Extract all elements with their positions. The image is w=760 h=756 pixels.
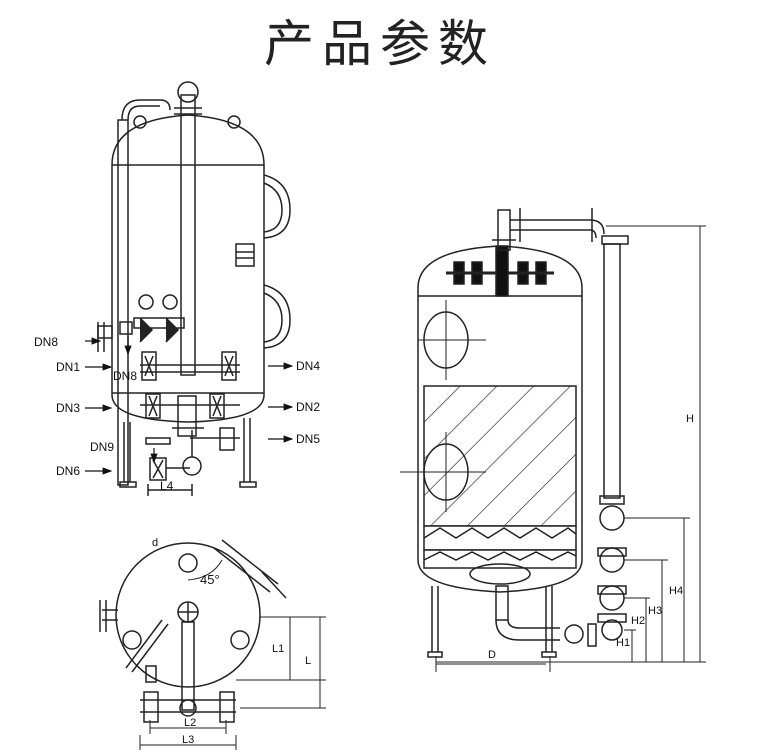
label-l3: L3 bbox=[182, 734, 194, 746]
label-h2: H2 bbox=[631, 615, 645, 627]
label-dn3: DN3 bbox=[56, 401, 80, 415]
label-d: D bbox=[488, 649, 496, 661]
label-h1: H1 bbox=[616, 637, 630, 649]
label-dn4: DN4 bbox=[296, 359, 320, 373]
page-title: 产品参数 bbox=[264, 15, 496, 73]
label-dn5: DN5 bbox=[296, 432, 320, 446]
label-l: L bbox=[305, 655, 311, 667]
label-l4: L4 bbox=[160, 479, 174, 493]
label-dn6: DN6 bbox=[56, 464, 80, 478]
label-dn2: DN2 bbox=[296, 400, 320, 414]
label-h: H bbox=[686, 413, 694, 425]
label-l1: L1 bbox=[272, 643, 284, 655]
label-d-small: d bbox=[152, 537, 158, 549]
top-view bbox=[99, 539, 326, 750]
label-h4: H4 bbox=[669, 585, 683, 597]
label-angle: 45° bbox=[200, 572, 220, 587]
section-view bbox=[400, 208, 706, 672]
label-l2: L2 bbox=[184, 717, 196, 729]
label-h3: H3 bbox=[648, 605, 662, 617]
label-dn8-inner: DN8 bbox=[113, 369, 137, 383]
front-view bbox=[97, 81, 291, 496]
label-dn1: DN1 bbox=[56, 360, 80, 374]
front-view-arrows bbox=[85, 336, 294, 475]
label-dn8-left: DN8 bbox=[34, 335, 58, 349]
label-dn9: DN9 bbox=[90, 440, 114, 454]
